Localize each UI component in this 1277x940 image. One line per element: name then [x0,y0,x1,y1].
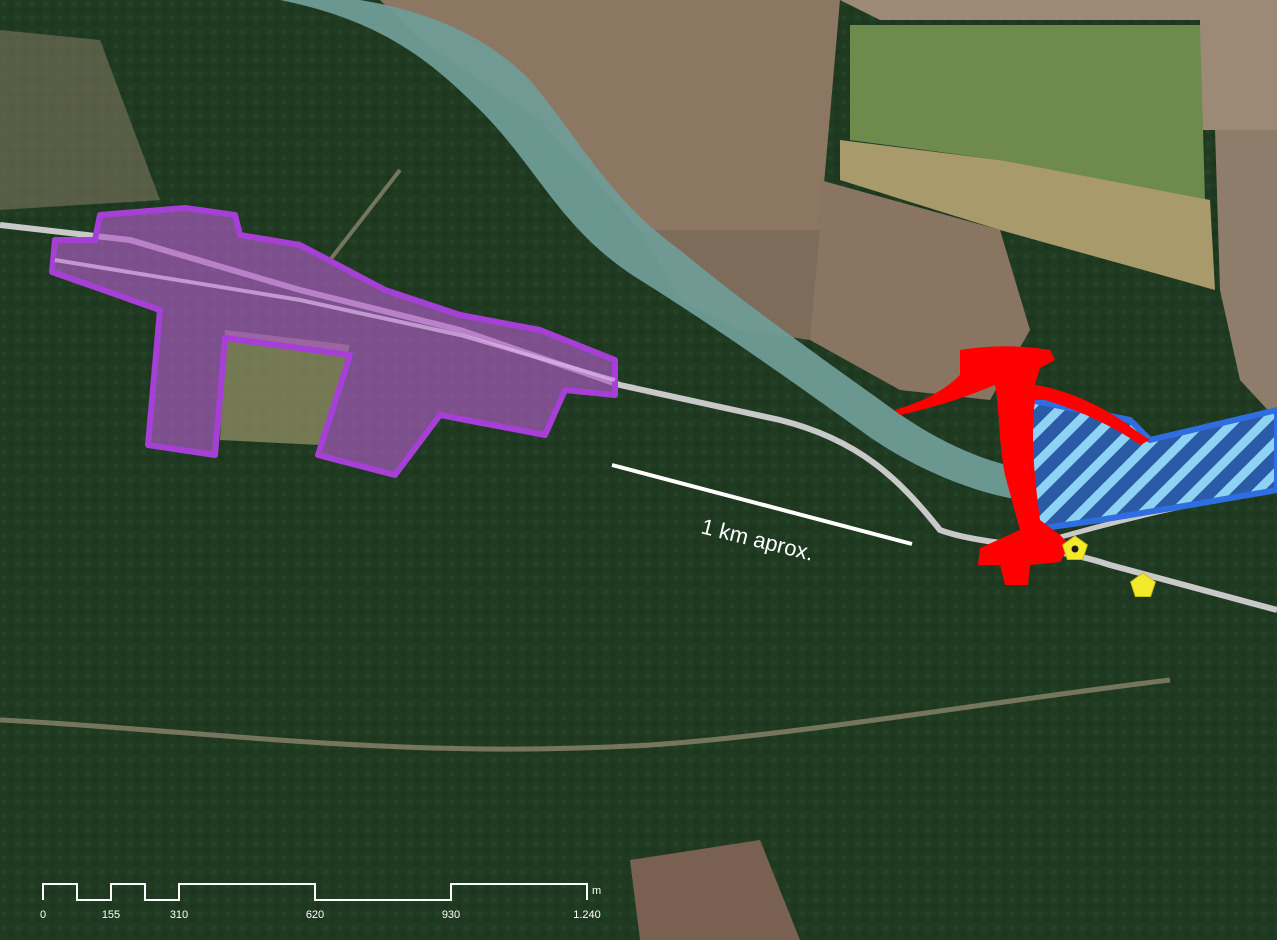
pale-field-center [220,330,350,445]
scale-unit: m [592,885,601,897]
settlement-area[interactable] [49,205,618,478]
farm-field-brown-2 [840,0,1277,130]
dirt-track [0,677,1171,752]
pentagon-marker-2[interactable] [1130,572,1156,597]
pale-field-left-1 [0,30,160,210]
scale-bar-outline [42,883,588,901]
hatched-area[interactable] [1027,397,1277,533]
farm-field-striped [840,140,1215,290]
scale-tick-1240: 1.240 [573,909,601,921]
dirt-track-2 [328,168,402,262]
scale-tick-310: 310 [170,909,188,921]
pentagon-marker-1[interactable] [1062,535,1088,560]
scale-tick-930: 930 [442,909,460,921]
scale-tick-620: 620 [306,909,324,921]
farm-field-green [850,25,1205,200]
settlement-street [54,258,616,382]
pale-field-bottom [630,840,800,940]
farm-field-brown-4 [1215,130,1277,420]
scale-tick-0: 0 [40,909,46,921]
red-area[interactable] [895,346,1150,585]
river [280,0,1030,500]
scale-tick-155: 155 [102,909,120,921]
scale-bar: 0 155 310 620 930 1.240 m [40,883,601,921]
distance-line [611,463,913,546]
farm-field-brown-3 [810,180,1030,400]
